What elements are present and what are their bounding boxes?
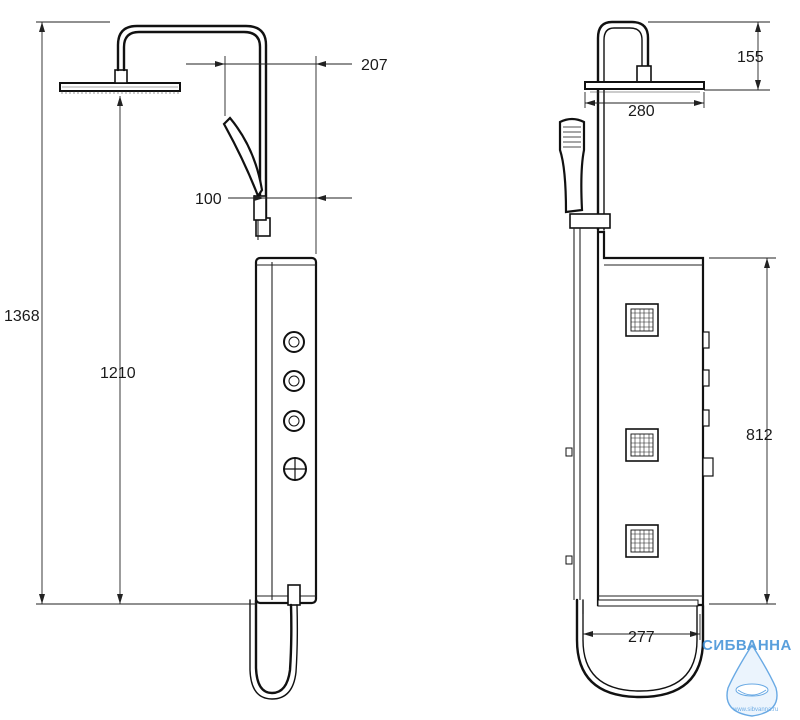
hose-loop-side xyxy=(249,584,301,700)
dim-label-panel-height: 812 xyxy=(746,427,773,444)
dim-label-arm-projection: 207 xyxy=(361,57,388,74)
panel-side xyxy=(254,256,318,605)
body-jets xyxy=(625,303,659,558)
dim-total-height xyxy=(36,21,256,605)
dim-label-total-height: 1368 xyxy=(4,308,40,325)
dim-arm-projection xyxy=(186,56,352,254)
front-view: 155 280 812 277 xyxy=(558,20,776,699)
body-jet-middle xyxy=(625,428,659,462)
dim-panel-width xyxy=(582,614,701,640)
control-knobs xyxy=(283,331,307,481)
sibvanna-logo: СИБВАННА www.sibvanna.ru xyxy=(702,637,792,717)
dim-head-width xyxy=(584,92,705,108)
hand-shower xyxy=(222,116,267,240)
water-drop-icon xyxy=(726,643,778,717)
side-view: 1368 1210 207 100 xyxy=(4,21,388,700)
dim-label-handset-offset: 100 xyxy=(195,191,222,208)
dim-label-arm-drop: 155 xyxy=(737,49,764,66)
rain-head xyxy=(59,69,181,94)
hose-loop-front xyxy=(575,598,705,699)
body-jet-bottom xyxy=(625,524,659,558)
dim-arm-drop xyxy=(648,21,770,91)
dim-panel-height xyxy=(709,257,776,605)
dim-label-head-height: 1210 xyxy=(100,365,136,382)
logo-url-text: www.sibvanna.ru xyxy=(732,707,778,713)
dim-label-head-width: 280 xyxy=(628,103,655,120)
body-jet-top xyxy=(625,303,659,337)
logo-brand-text: СИБВАННА xyxy=(702,637,792,654)
dim-label-panel-width: 277 xyxy=(628,629,655,646)
riser-pipe xyxy=(116,24,271,237)
panel-front xyxy=(565,230,714,607)
dim-handset-offset xyxy=(228,195,352,201)
front-hand-shower xyxy=(558,117,611,600)
dim-head-height xyxy=(117,96,123,604)
front-riser xyxy=(584,20,705,232)
